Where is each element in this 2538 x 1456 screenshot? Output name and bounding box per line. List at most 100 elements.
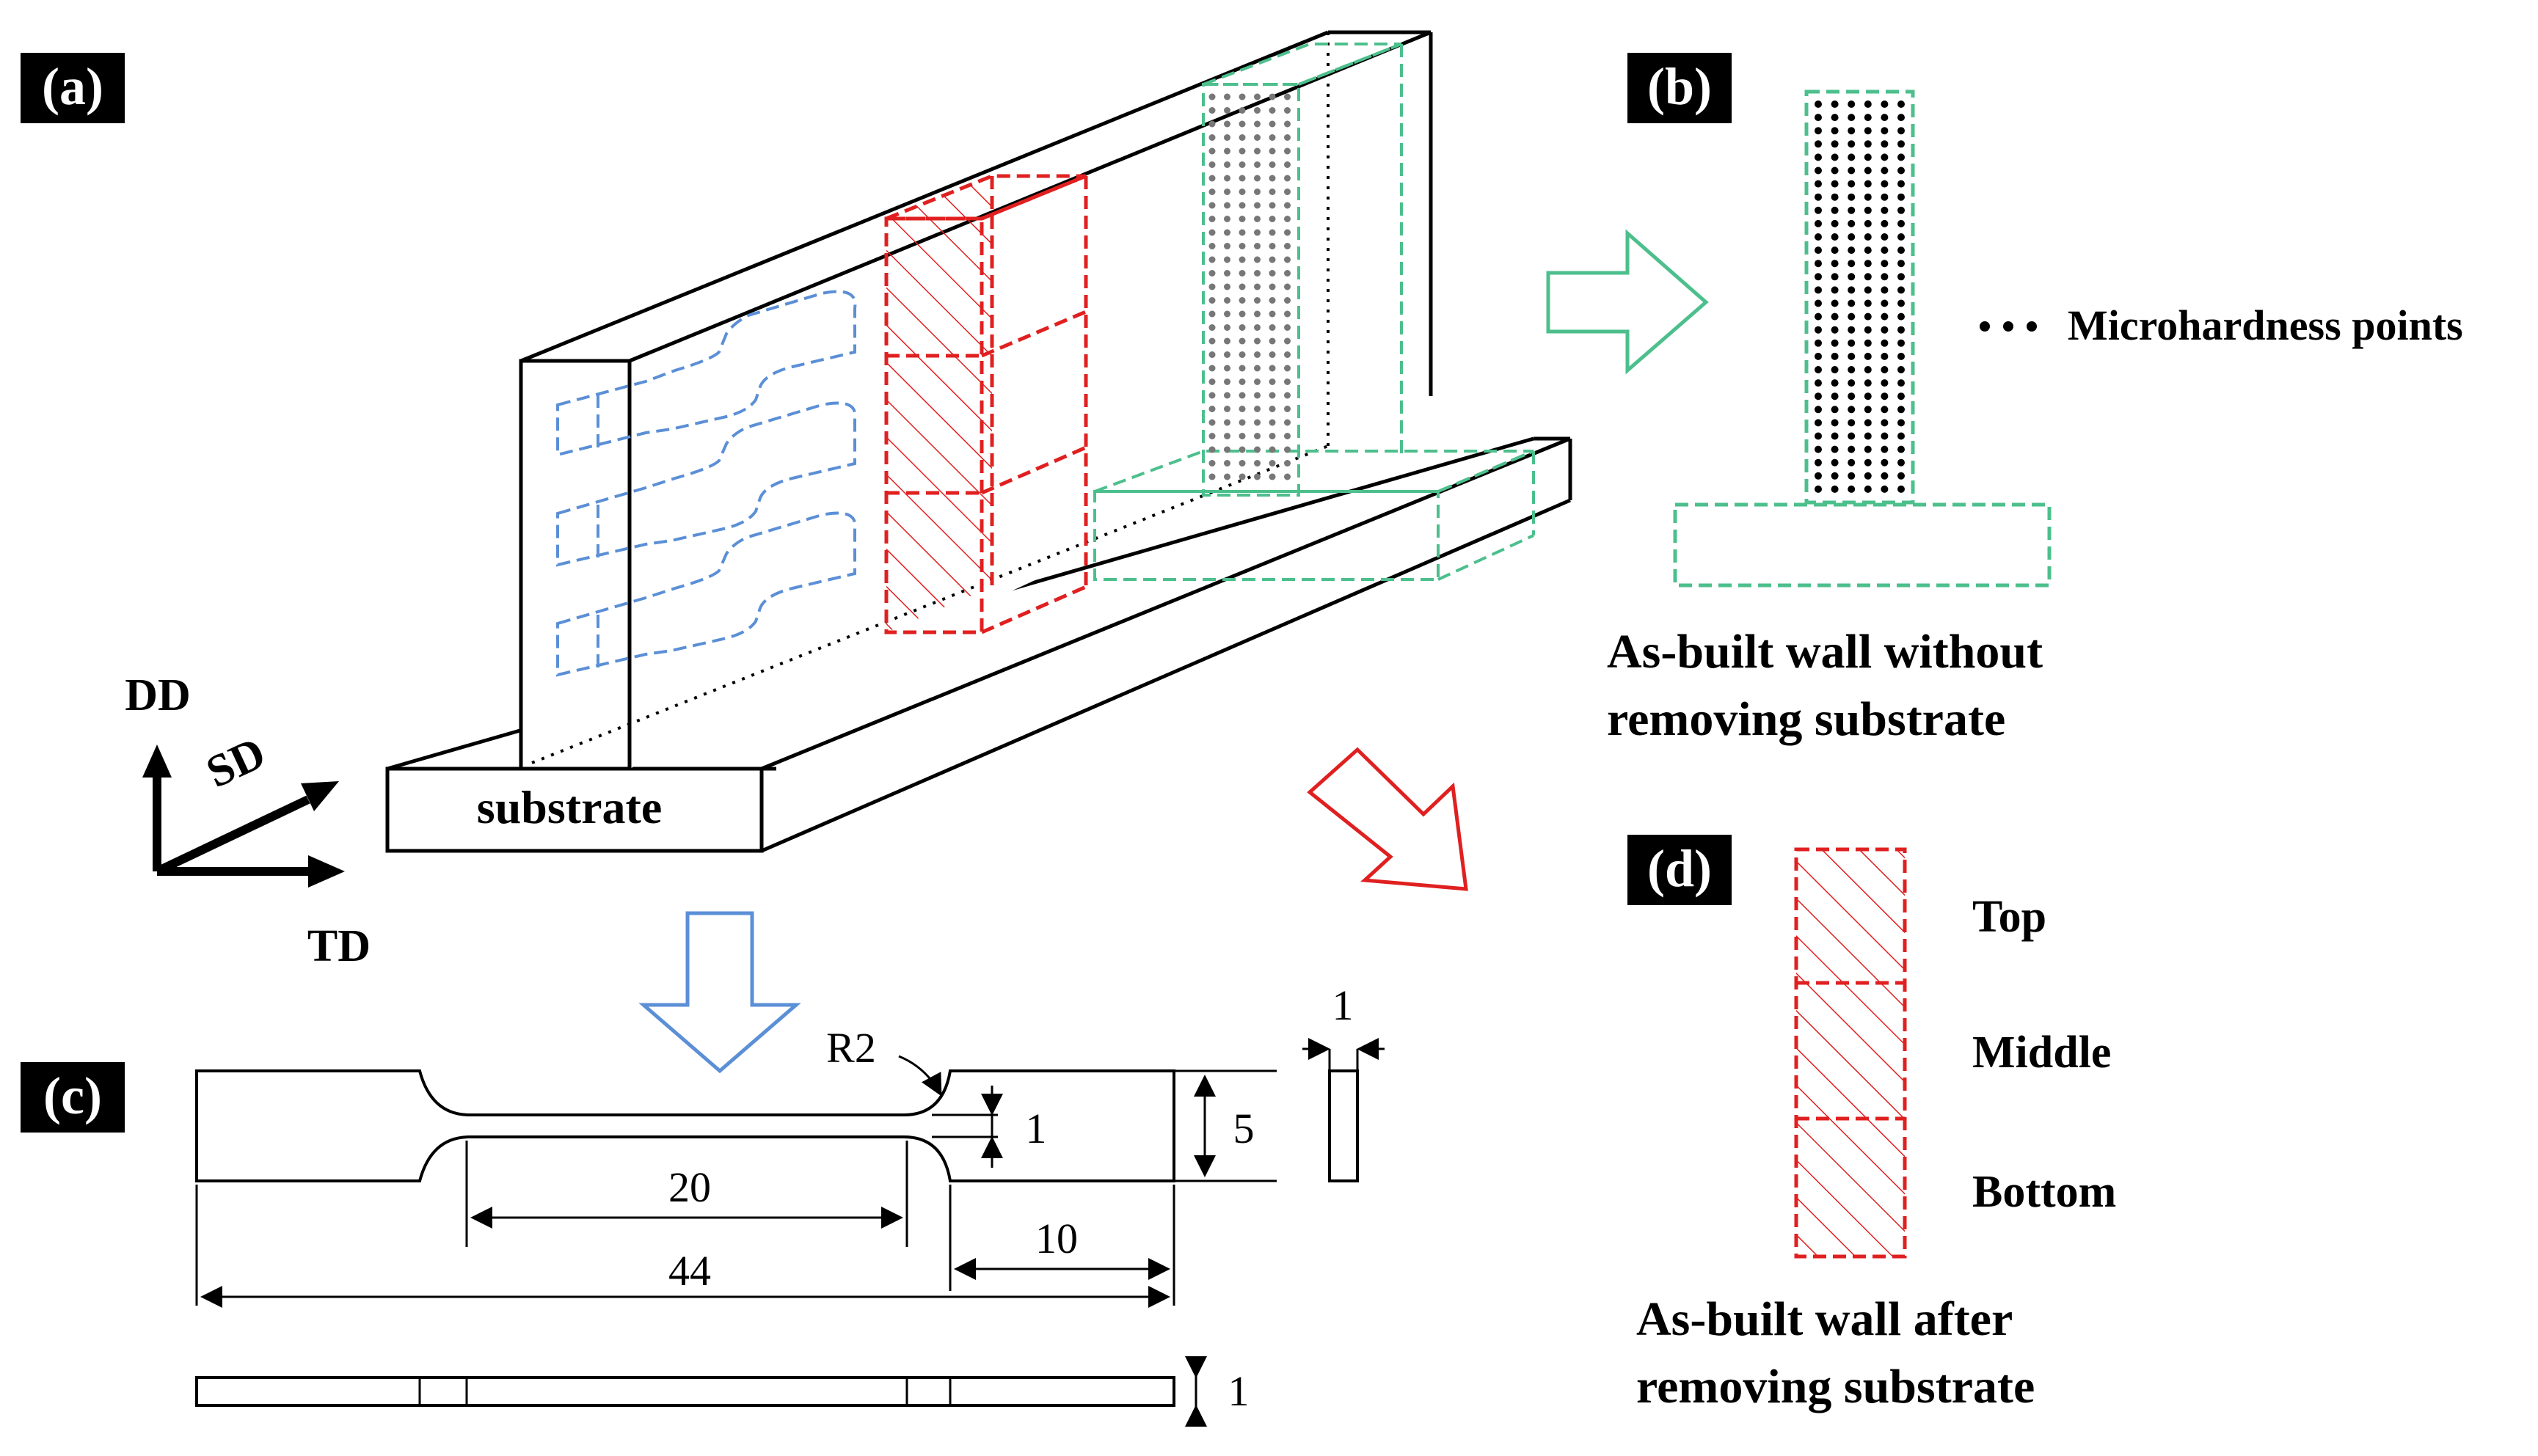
hardness-dot (1239, 310, 1246, 318)
hardness-dot (1224, 460, 1230, 467)
hardness-dot (1815, 260, 1822, 268)
panel-d-tag: (d) (1627, 835, 1732, 905)
hardness-dot (1864, 339, 1872, 347)
hardness-dot (1269, 392, 1276, 399)
hardness-dot (1269, 120, 1276, 128)
hardness-dot (1208, 120, 1216, 128)
hardness-dot (1881, 233, 1889, 241)
hardness-dot (1208, 297, 1216, 304)
hardness-dot (1208, 473, 1216, 480)
hardness-dot (1239, 202, 1246, 209)
hardness-dot (1284, 433, 1291, 439)
hardness-dot (1239, 107, 1246, 114)
hardness-dot (1897, 167, 1905, 175)
hardness-dot (1208, 216, 1216, 222)
hardness-dot (1815, 140, 1822, 148)
tensile-specimens-blue (556, 290, 857, 677)
hardness-dot (1864, 246, 1872, 255)
hardness-dot (1224, 216, 1230, 222)
hardness-dot (1224, 419, 1230, 426)
hardness-dot (1239, 324, 1246, 331)
hardness-dot (1864, 366, 1872, 373)
hardness-dot (1269, 107, 1276, 114)
hardness-dot (1848, 419, 1856, 427)
hardness-dot (1224, 189, 1230, 195)
hardness-dot (1254, 93, 1261, 100)
hardness-dot (1848, 458, 1856, 467)
hardness-dot (1848, 193, 1856, 201)
hardness-dot (1864, 485, 1872, 493)
hardness-dot (1831, 472, 1839, 480)
dim-gauge-width: 1 (1332, 981, 1354, 1029)
hardness-dot (1208, 337, 1216, 345)
hardness-dot (1864, 260, 1872, 268)
panel-b-wall (1673, 89, 2052, 588)
hardness-dot (1239, 406, 1246, 412)
hardness-dot (1224, 270, 1230, 277)
hardness-dot (1254, 147, 1261, 155)
hardness-dot (1897, 246, 1905, 255)
hardness-dot (1254, 473, 1261, 480)
hardness-dot (1239, 134, 1246, 141)
hardness-dot (1208, 446, 1216, 453)
hardness-dot (1269, 229, 1276, 236)
gray-microhardness-dots (1208, 93, 1291, 480)
hardness-dot (1208, 365, 1216, 372)
hardness-dot (1254, 406, 1261, 412)
hardness-dot (1897, 326, 1905, 334)
hardness-dot (1864, 312, 1872, 321)
microhardness-dots (1815, 100, 1905, 493)
substrate-label: substrate (477, 781, 662, 833)
hardness-dot (1284, 324, 1291, 331)
hardness-dot (1848, 246, 1856, 255)
hardness-dot (1897, 260, 1905, 268)
panel-a-tag: (a) (21, 53, 125, 123)
hardness-dot (1208, 419, 1216, 426)
hardness-dot (1284, 446, 1291, 453)
hardness-dot (1269, 351, 1276, 358)
hardness-dot (1831, 193, 1839, 201)
hardness-dot (1848, 167, 1856, 175)
hardness-dot (1284, 189, 1291, 195)
hardness-dot (1897, 392, 1905, 400)
hardness-dot (1254, 134, 1261, 141)
svg-text:(a): (a) (42, 57, 103, 116)
hardness-dot (1269, 256, 1276, 263)
hardness-dot (1254, 433, 1261, 439)
hardness-dot (1254, 243, 1261, 249)
hardness-dot (1831, 312, 1839, 321)
hardness-dot (1815, 219, 1822, 227)
hardness-dot (1284, 419, 1291, 426)
hardness-dot (1897, 286, 1905, 294)
hardness-dot (1269, 270, 1276, 277)
hardness-dot (1239, 378, 1246, 385)
hardness-dot (1881, 246, 1889, 255)
dim-thickness-side: 1 (1228, 1367, 1250, 1415)
hardness-dot (1284, 337, 1291, 345)
hardness-dot (1881, 286, 1889, 294)
coordinate-axes (142, 745, 345, 888)
hardness-dot (1284, 243, 1291, 249)
hardness-dot (1269, 202, 1276, 209)
hardness-dot (1284, 229, 1291, 236)
hardness-dot (1239, 392, 1246, 399)
hardness-dot (1815, 432, 1822, 440)
hardness-dot (1208, 202, 1216, 209)
hardness-dot (1815, 445, 1822, 453)
hardness-dot (1815, 193, 1822, 201)
hardness-dot (1881, 100, 1889, 108)
hardness-dot (1269, 337, 1276, 345)
hardness-dot (1864, 432, 1872, 440)
hardness-dot (1881, 352, 1889, 360)
hardness-dot (1864, 326, 1872, 334)
hardness-dot (1831, 352, 1839, 360)
hardness-dot (1848, 273, 1856, 281)
hardness-dot (1864, 180, 1872, 188)
hardness-dot (1848, 206, 1856, 214)
hardness-dot (1864, 233, 1872, 241)
hardness-dot (1815, 167, 1822, 175)
hardness-dot (1864, 114, 1872, 122)
hardness-dot (1269, 406, 1276, 412)
hardness-dot (1848, 445, 1856, 453)
